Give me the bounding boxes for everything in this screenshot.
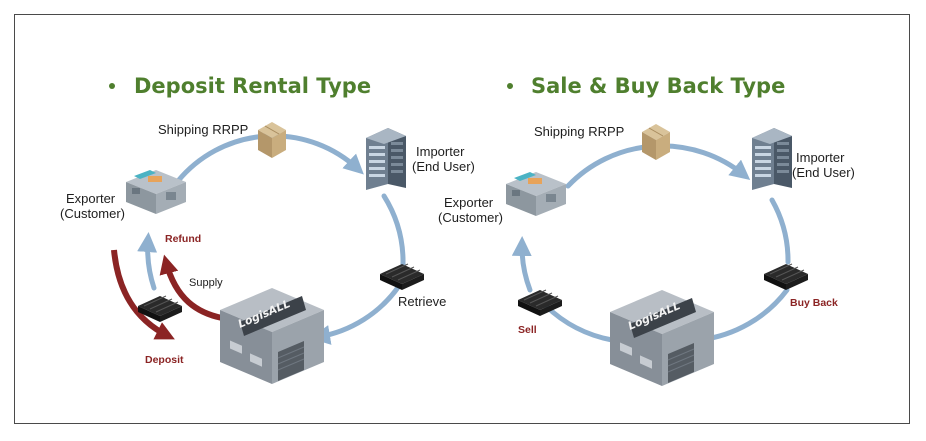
right-title-bullet (507, 83, 513, 89)
diagram-frame (14, 14, 910, 424)
right-exporter-label: Exporter (444, 195, 494, 210)
right-arc-sell-up (511, 236, 533, 293)
left-importer-sublabel: (End User) (412, 159, 475, 174)
left-title: Deposit Rental Type (134, 74, 371, 98)
left-box-icon (257, 121, 287, 159)
left-diagram: Deposit Rental Type LogisALL Shipping RR… (60, 74, 475, 385)
left-logisall-warehouse-icon (219, 287, 325, 385)
left-shipping-label: Shipping RRPP (158, 122, 248, 137)
left-exporter-factory-icon (126, 170, 186, 214)
left-refund-label: Refund (165, 233, 201, 245)
left-retrieve-label: Retrieve (398, 294, 446, 309)
right-shipping-label: Shipping RRPP (534, 124, 624, 139)
right-buyback-pallet-icon (763, 263, 809, 291)
right-box-icon (641, 123, 671, 161)
left-deposit-label: Deposit (145, 354, 184, 366)
right-exporter-factory-icon (506, 172, 566, 216)
right-exporter-sublabel: (Customer) (438, 210, 503, 225)
right-arc-warehouse-to-sell (543, 303, 615, 343)
left-exporter-label: Exporter (66, 191, 116, 206)
right-arc-importer-to-buyback (769, 197, 791, 265)
left-deposit-arrow (111, 249, 175, 340)
right-title: Sale & Buy Back Type (531, 74, 785, 98)
left-retrieve-pallet-icon (379, 263, 425, 291)
left-supply-label: Supply (189, 277, 223, 289)
right-importer-building-icon (752, 128, 792, 190)
left-arc-retrieve (310, 283, 402, 345)
left-arc-importer-to-retrieve (381, 193, 406, 268)
right-logisall-warehouse-icon (609, 289, 715, 387)
left-exporter-sublabel: (Customer) (60, 206, 125, 221)
left-supply-arrow (159, 254, 223, 321)
right-importer-sublabel: (End User) (792, 165, 855, 180)
left-importer-label: Importer (416, 144, 465, 159)
right-diagram: Sale & Buy Back Type LogisALL Shipping R… (438, 74, 855, 387)
left-importer-building-icon (366, 128, 406, 190)
right-sell-label: Sell (518, 324, 537, 336)
left-arc-supply-up (137, 232, 158, 291)
right-buyback-label: Buy Back (790, 297, 838, 309)
right-importer-label: Importer (796, 150, 845, 165)
left-title-bullet (109, 83, 115, 89)
